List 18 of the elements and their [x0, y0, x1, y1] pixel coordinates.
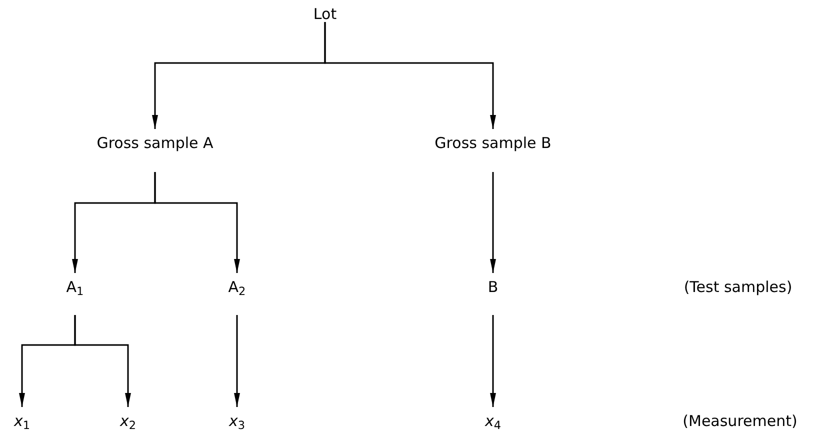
node-label: Gross sample A	[96, 133, 214, 153]
arrow	[154, 172, 240, 273]
node-label: x$_{3}$	[228, 411, 246, 431]
node-label: x$_{1}$	[14, 411, 30, 431]
node-label: A$_{2}$	[228, 277, 246, 297]
arrow	[490, 315, 496, 407]
arrow	[234, 315, 240, 407]
arrow	[324, 22, 496, 129]
node-label: x$_{4}$	[484, 411, 502, 431]
node-label: A$_{1}$	[66, 277, 84, 297]
level-label: (Test samples)	[684, 277, 792, 297]
node-label: Gross sample B	[434, 133, 552, 153]
arrow	[490, 172, 496, 273]
node-label: Lot	[313, 4, 337, 24]
level-label: (Measurement)	[682, 411, 798, 431]
arrow	[74, 315, 131, 407]
node-label: B	[488, 277, 498, 297]
node-label: x$_{2}$	[120, 411, 136, 431]
